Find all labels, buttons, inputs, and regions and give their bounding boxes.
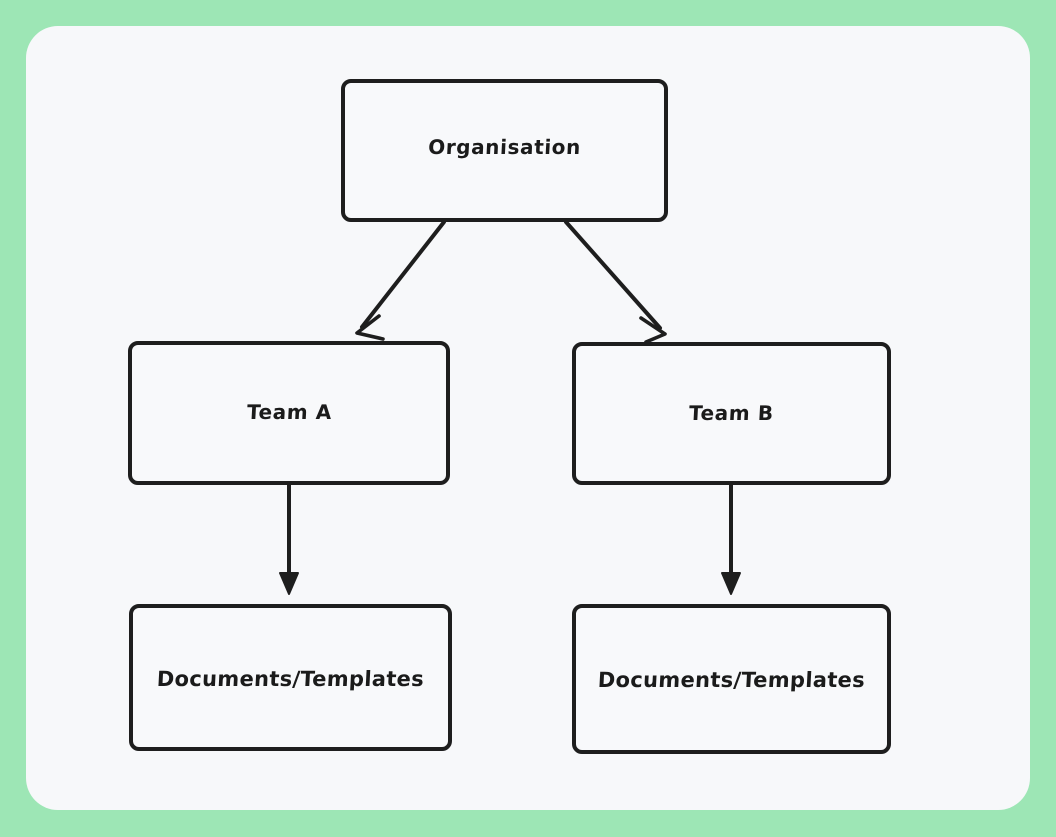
edge-team-a-docs-a bbox=[279, 483, 299, 595]
node-organisation-label: Organisation bbox=[427, 134, 582, 159]
node-team-a[interactable]: Team A bbox=[128, 341, 450, 485]
edge-team-b-docs-b bbox=[721, 483, 741, 595]
edge-org-team-b bbox=[564, 220, 667, 344]
node-team-b[interactable]: Team B bbox=[572, 342, 891, 485]
node-team-b-label: Team B bbox=[688, 400, 775, 425]
node-documents-templates-b-label: Documents/Templates bbox=[597, 668, 866, 693]
node-documents-templates-b[interactable]: Documents/Templates bbox=[572, 604, 891, 754]
node-documents-templates-a[interactable]: Documents/Templates bbox=[129, 604, 452, 751]
node-team-a-label: Team A bbox=[245, 400, 333, 424]
edge-org-team-a bbox=[355, 220, 446, 341]
node-organisation[interactable]: Organisation bbox=[341, 79, 668, 222]
node-documents-templates-a-label: Documents/Templates bbox=[156, 666, 425, 691]
